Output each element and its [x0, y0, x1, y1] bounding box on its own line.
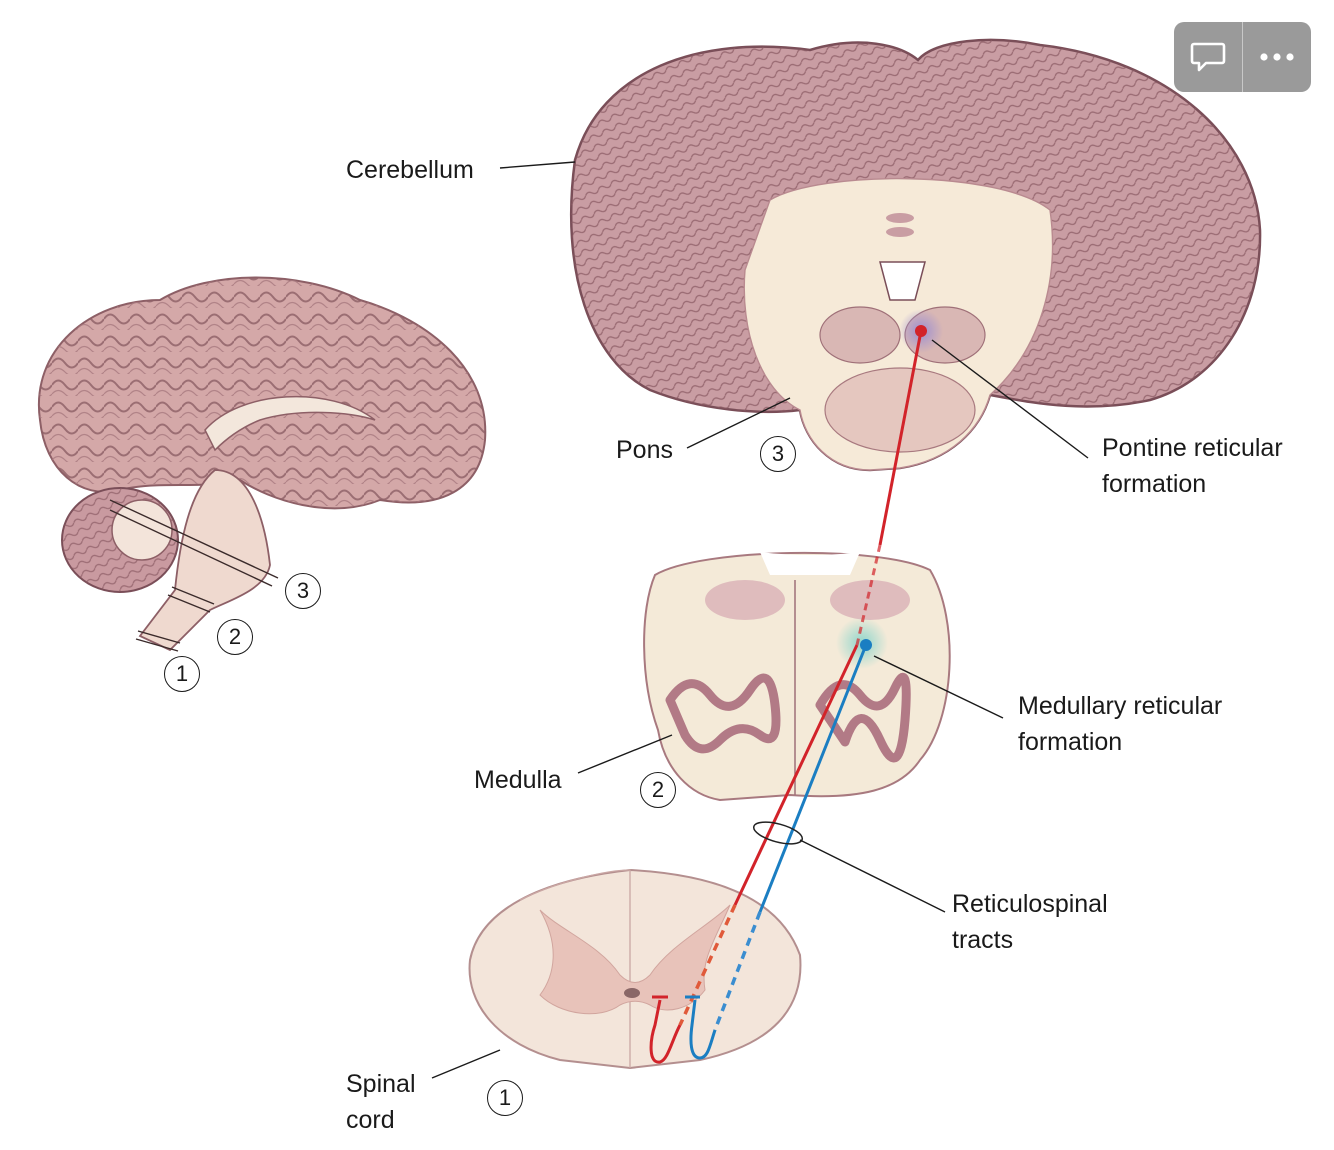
medulla-section-number: 2 — [640, 772, 676, 808]
medullary-dot — [860, 639, 872, 651]
label-medullary-line2: formation — [1018, 728, 1123, 756]
brain-section-number-2: 2 — [217, 619, 253, 655]
label-pons: Pons — [616, 436, 673, 464]
spinal-section-number: 1 — [487, 1080, 523, 1116]
label-spinal-line1: Spinal — [346, 1070, 416, 1098]
leader-lines — [431, 161, 1089, 1079]
reticulospinal-tracts — [649, 325, 927, 1064]
label-cerebellum: Cerebellum — [346, 156, 474, 184]
label-pontine-line1: Pontine reticular — [1102, 434, 1283, 462]
label-spinal-line2: cord — [346, 1106, 395, 1134]
toolbar-divider — [1242, 22, 1243, 92]
pons-cerebellum-section — [569, 38, 1262, 472]
brain-section-number-3: 3 — [285, 573, 321, 609]
medullary-tract-dashed-cord — [713, 911, 762, 1031]
pontine-dot — [915, 325, 927, 337]
image-toolbar — [1174, 22, 1311, 92]
spinal-cord-section — [468, 868, 802, 1070]
more-icon — [1260, 53, 1294, 61]
comment-icon — [1190, 42, 1226, 72]
label-medulla: Medulla — [474, 766, 562, 794]
label-pontine-line2: formation — [1102, 470, 1207, 498]
brain-sagittal-view — [37, 276, 487, 652]
pontine-tract-line — [878, 330, 923, 546]
more-button[interactable] — [1243, 22, 1311, 92]
medullary-tract-line — [758, 644, 868, 913]
comment-button[interactable] — [1174, 22, 1242, 92]
brain-section-number-1: 1 — [164, 656, 200, 692]
label-reticulospinal-line2: tracts — [952, 926, 1014, 954]
label-reticulospinal-line1: Reticulospinal — [952, 890, 1108, 918]
tracts-bundle-ring — [752, 821, 804, 845]
pontine-tract-medulla-to-cord — [733, 644, 859, 906]
pons-section-number: 3 — [760, 436, 796, 472]
label-medullary-line1: Medullary reticular — [1018, 692, 1223, 720]
pontine-tract-dashed-medulla — [855, 544, 882, 646]
medullary-tract-terminal — [685, 995, 717, 1060]
medulla-section — [643, 551, 951, 802]
pontine-tract-terminal — [649, 995, 682, 1064]
